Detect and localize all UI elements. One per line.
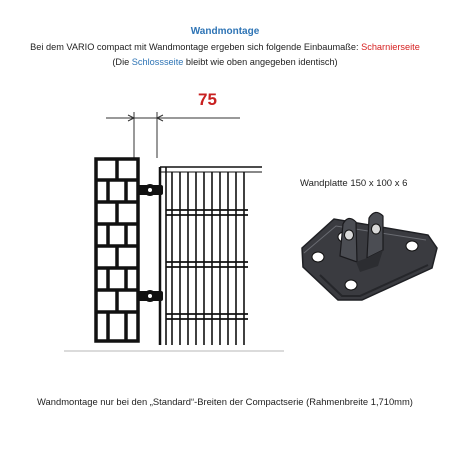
hinge-bottom <box>137 290 163 302</box>
wall-plate-image <box>301 211 438 301</box>
lock-note-open: (Die <box>112 57 132 67</box>
brick-wall <box>94 157 140 343</box>
wall-plate-caption: Wandplatte 150 x 100 x 6 <box>300 178 408 189</box>
footer-note: Wandmontage nur bei den „Standard“-Breit… <box>37 396 413 407</box>
lock-side-note: (Die Schlossseite bleibt wie oben angege… <box>0 57 450 67</box>
gate-panel <box>158 166 262 345</box>
hinge-top <box>137 184 163 196</box>
intro-text-prefix: Bei dem VARIO compact mit Wandmontage er… <box>30 42 362 52</box>
hinge-side-highlight: Scharnierseite <box>361 42 420 52</box>
lock-side-highlight: Schlossseite <box>131 57 184 67</box>
page-title: Wandmontage <box>190 26 260 37</box>
dimension-lines <box>106 112 240 158</box>
intro-text: Bei dem VARIO compact mit Wandmontage er… <box>0 42 450 52</box>
dimension-label: 75 <box>198 90 217 109</box>
lock-note-rest: bleibt wie oben angegeben identisch) <box>183 57 338 67</box>
